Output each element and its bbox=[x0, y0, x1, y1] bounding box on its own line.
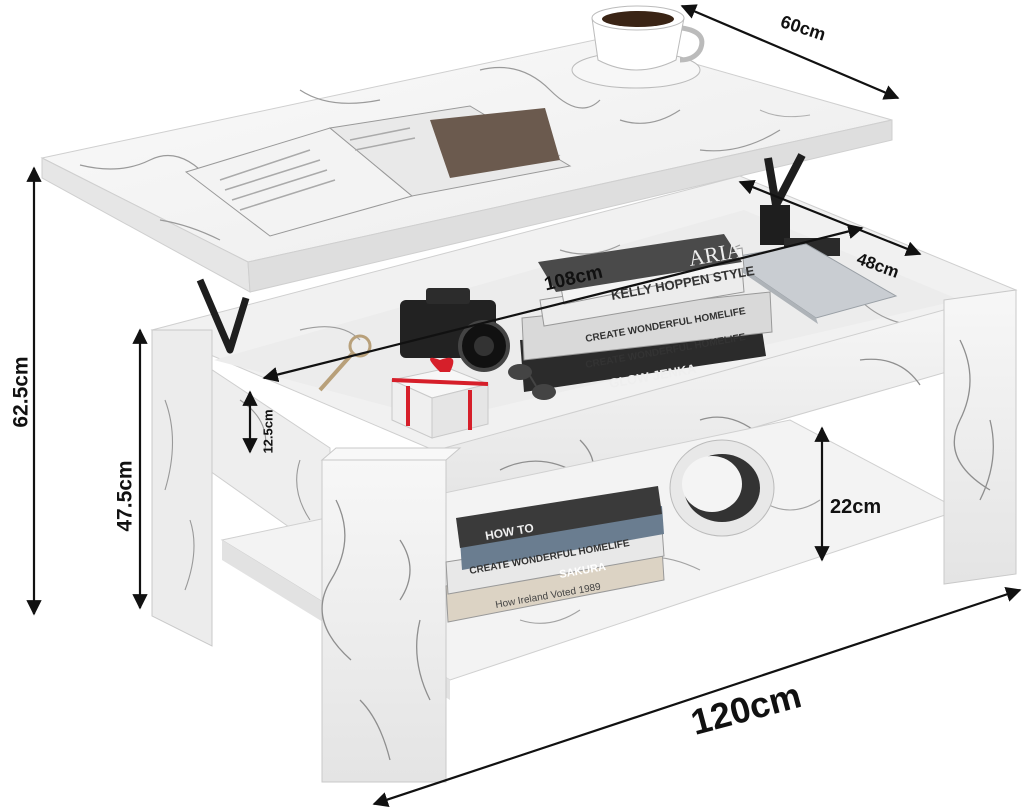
camera bbox=[400, 288, 510, 372]
label-body-height: 47.5cm bbox=[113, 460, 137, 532]
dimension-lines bbox=[26, 4, 1022, 807]
total-width-arrow bbox=[372, 587, 1022, 807]
inner-depth-arrow bbox=[738, 179, 922, 257]
label-total-height: 62.5cm bbox=[9, 356, 33, 428]
open-book bbox=[184, 105, 572, 237]
label-compartment-depth: 12.5cm bbox=[260, 409, 276, 454]
book-stack-shelf bbox=[445, 486, 665, 623]
label-shelf-gap: 22cm bbox=[830, 496, 882, 518]
lift-hinge-left bbox=[196, 278, 250, 354]
clock bbox=[669, 439, 775, 537]
top-depth-arrow bbox=[680, 4, 900, 100]
